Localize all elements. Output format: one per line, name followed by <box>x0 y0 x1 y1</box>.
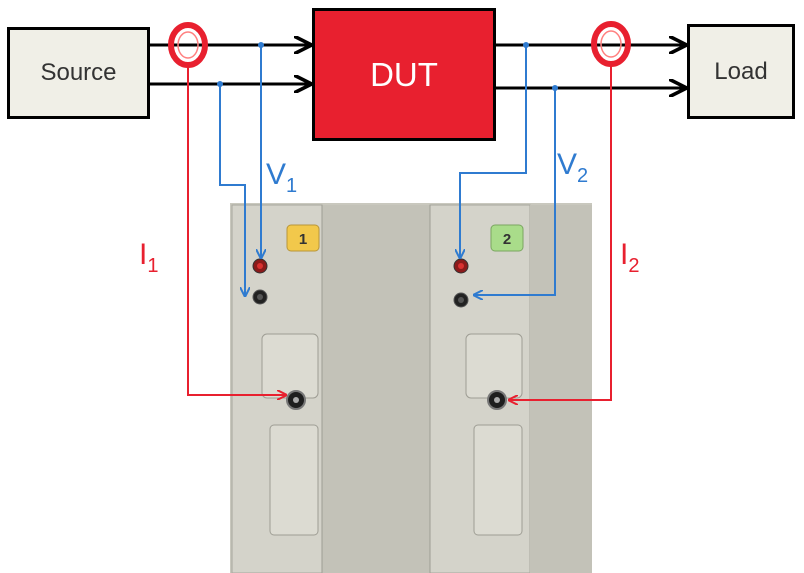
module-1-latch <box>270 425 318 535</box>
voltage-1-label: V1 <box>266 160 297 196</box>
load-label: Load <box>714 58 767 86</box>
current-1-label: I1 <box>139 240 158 276</box>
module-1-handle <box>262 334 318 398</box>
voltage-2-label: V2 <box>557 150 588 186</box>
source-block: Source <box>7 27 150 119</box>
module-2-latch <box>474 425 522 535</box>
dut-block: DUT <box>312 8 496 141</box>
current-2-label: I2 <box>620 240 639 276</box>
module-2-number: 2 <box>503 231 511 248</box>
source-label: Source <box>40 59 116 87</box>
module-2-handle <box>466 334 522 398</box>
dut-label: DUT <box>370 56 438 94</box>
module-1-number: 1 <box>299 231 307 248</box>
load-block: Load <box>687 24 795 119</box>
